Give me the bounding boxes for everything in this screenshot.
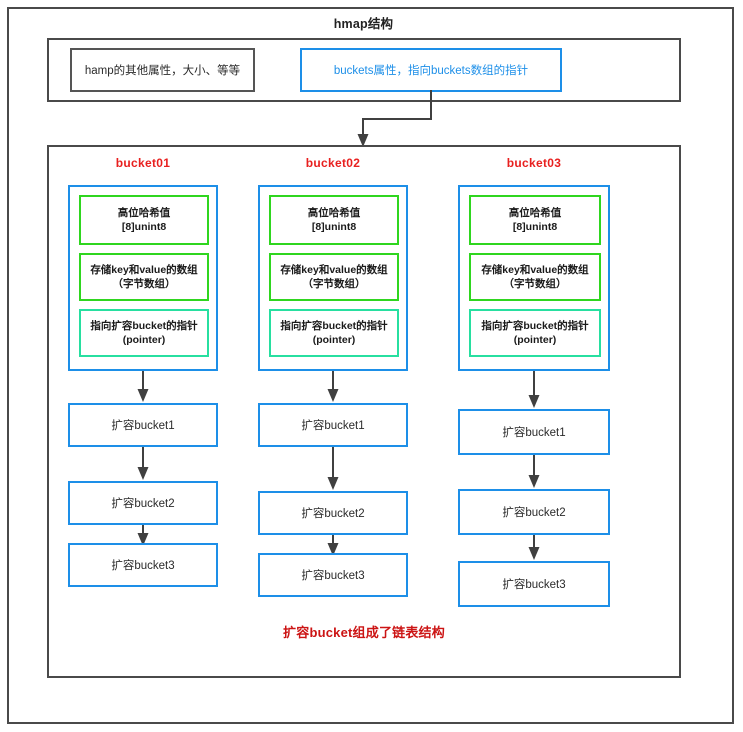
bucket-2-field-tophash: 高位哈希值 [8]unint8 bbox=[269, 195, 399, 245]
field-line-2: （字节数组） bbox=[112, 278, 176, 290]
field-line-2: [8]unint8 bbox=[512, 221, 558, 233]
bucket-struct-box-3: 高位哈希值 [8]unint8 存储key和value的数组 （字节数组） 指向… bbox=[458, 185, 610, 371]
page-title: hmap结构 bbox=[333, 17, 394, 31]
bucket-2-overflow-box-2: 扩容bucket2 bbox=[258, 491, 408, 535]
bucket-1-overflow-box-1: 扩容bucket1 bbox=[68, 403, 218, 447]
field-line-1: 指向扩容bucket的指针 bbox=[280, 319, 388, 332]
bucket-2-overflow-box-1: 扩容bucket1 bbox=[258, 403, 408, 447]
hmap-other-fields-label: hamp的其他属性，大小、等等 bbox=[84, 65, 241, 77]
overflow-label: 扩容bucket3 bbox=[502, 579, 566, 591]
bucket-column-3-label: bucket03 bbox=[506, 156, 562, 170]
bucket-1-field-tophash: 高位哈希值 [8]unint8 bbox=[79, 195, 209, 245]
bucket-1-overflow-box-3: 扩容bucket3 bbox=[68, 543, 218, 587]
bucket-column-2-label: bucket02 bbox=[305, 156, 361, 170]
field-line-1: 指向扩容bucket的指针 bbox=[481, 319, 589, 332]
field-line-2: [8]unint8 bbox=[121, 221, 167, 233]
bucket-3-overflow-box-3: 扩容bucket3 bbox=[458, 561, 610, 607]
hmap-buckets-pointer-box: buckets属性，指向buckets数组的指针 bbox=[300, 48, 562, 92]
overflow-label: 扩容bucket2 bbox=[111, 498, 175, 510]
overflow-label: 扩容bucket1 bbox=[111, 420, 175, 432]
hmap-other-fields-box: hamp的其他属性，大小、等等 bbox=[70, 48, 255, 92]
overflow-label: 扩容bucket3 bbox=[111, 560, 175, 572]
bucket-column-1-label: bucket01 bbox=[115, 156, 171, 170]
overflow-label: 扩容bucket1 bbox=[502, 427, 566, 439]
bucket-1-field-overflow-pointer: 指向扩容bucket的指针 (pointer) bbox=[79, 309, 209, 357]
hmap-buckets-pointer-label: buckets属性，指向buckets数组的指针 bbox=[333, 65, 529, 77]
overflow-label: 扩容bucket2 bbox=[301, 508, 365, 520]
bucket-struct-box-2: 高位哈希值 [8]unint8 存储key和value的数组 （字节数组） 指向… bbox=[258, 185, 408, 371]
bucket-2-field-overflow-pointer: 指向扩容bucket的指针 (pointer) bbox=[269, 309, 399, 357]
bucket-3-overflow-box-2: 扩容bucket2 bbox=[458, 489, 610, 535]
bucket-2-overflow-box-3: 扩容bucket3 bbox=[258, 553, 408, 597]
field-line-2: (pointer) bbox=[513, 334, 557, 346]
field-line-1: 高位哈希值 bbox=[307, 206, 361, 219]
field-line-1: 存储key和value的数组 bbox=[280, 263, 388, 276]
field-line-2: (pointer) bbox=[312, 334, 356, 346]
bucket-struct-box-1: 高位哈希值 [8]unint8 存储key和value的数组 （字节数组） 指向… bbox=[68, 185, 218, 371]
bucket-3-overflow-box-1: 扩容bucket1 bbox=[458, 409, 610, 455]
overflow-label: 扩容bucket2 bbox=[502, 507, 566, 519]
bucket-3-field-tophash: 高位哈希值 [8]unint8 bbox=[469, 195, 601, 245]
field-line-2: [8]unint8 bbox=[311, 221, 357, 233]
field-line-1: 存储key和value的数组 bbox=[90, 263, 198, 276]
field-line-2: (pointer) bbox=[122, 334, 166, 346]
field-line-1: 高位哈希值 bbox=[117, 206, 171, 219]
bucket-1-field-kv-array: 存储key和value的数组 （字节数组） bbox=[79, 253, 209, 301]
bucket-2-field-kv-array: 存储key和value的数组 （字节数组） bbox=[269, 253, 399, 301]
field-line-1: 指向扩容bucket的指针 bbox=[90, 319, 198, 332]
field-line-1: 高位哈希值 bbox=[508, 206, 562, 219]
overflow-label: 扩容bucket1 bbox=[301, 420, 365, 432]
bucket-1-overflow-box-2: 扩容bucket2 bbox=[68, 481, 218, 525]
footer-note: 扩容bucket组成了链表结构 bbox=[283, 625, 445, 640]
field-line-1: 存储key和value的数组 bbox=[481, 263, 589, 276]
field-line-2: （字节数组） bbox=[503, 278, 567, 290]
bucket-3-field-overflow-pointer: 指向扩容bucket的指针 (pointer) bbox=[469, 309, 601, 357]
overflow-label: 扩容bucket3 bbox=[301, 570, 365, 582]
field-line-2: （字节数组） bbox=[302, 278, 366, 290]
bucket-3-field-kv-array: 存储key和value的数组 （字节数组） bbox=[469, 253, 601, 301]
